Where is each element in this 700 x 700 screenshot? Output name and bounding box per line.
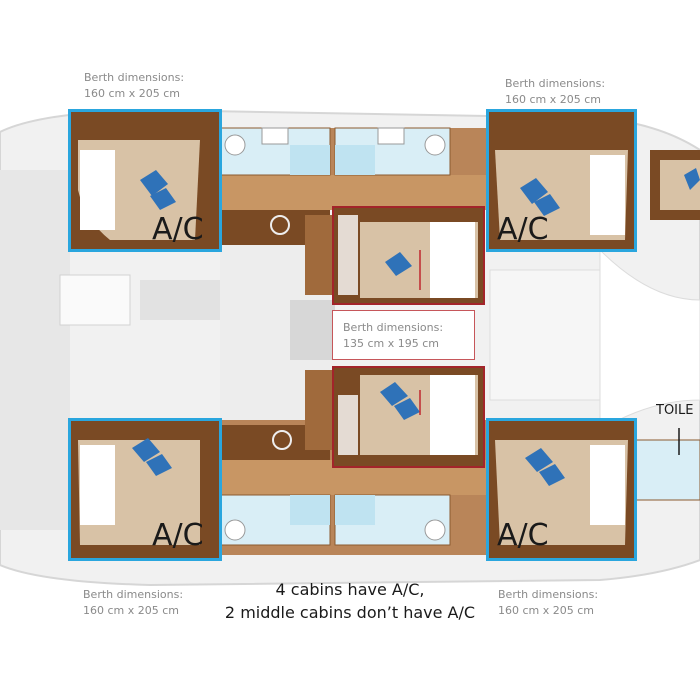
berth-label-size: 135 cm x 195 cm [343,337,440,350]
saloon-seat [140,280,220,320]
cabin-bottom-left-sheet [80,445,115,525]
stairs-bottom [305,370,333,450]
berth-label-title: Berth dimensions: [505,77,606,90]
ac-label-bottom-left: A/C [152,518,204,553]
ac-label-top-left: A/C [152,212,204,247]
top-sink-2 [377,127,405,145]
pillow-icon [394,398,420,420]
ac-label-top-right: A/C [497,212,549,247]
berth-label-title: Berth dimensions: [84,71,185,84]
top-toilet-2 [424,134,446,156]
berth-label-top-right: Berth dimensions: 160 cm x 205 cm [505,76,605,108]
cabin-middle-bottom-shelf [338,395,358,455]
bow-toilet [631,439,700,501]
pillow-icon [146,454,172,476]
helm-station [290,300,335,360]
ac-label-bottom-right: A/C [497,518,549,553]
caption-line-2: 2 middle cabins don’t have A/C [224,603,476,622]
berth-label-bottom-left: Berth dimensions: 160 cm x 205 cm [83,587,183,619]
pillow-icon [150,188,176,210]
top-shower-1 [290,145,330,175]
berth-label-title: Berth dimensions: [83,588,184,601]
helm-wheel-icon [270,215,290,235]
top-hull-floor [220,175,490,210]
pillow-icon [534,194,560,216]
pillow-icon [385,252,412,276]
toilet-label: TOILE [656,403,694,418]
no-ac-box-middle-top [332,206,485,305]
top-sink-1 [261,127,289,145]
top-toilet-1 [224,134,246,156]
forward-deck [489,269,601,401]
no-ac-box-middle-bottom [332,366,485,468]
pillow-icon [520,178,548,204]
pillow-icon [132,438,160,462]
bottom-toilet-2 [424,519,446,541]
cabin-middle-top-sheet [430,222,475,298]
ac-box-top-right [486,109,637,252]
berth-label-title: Berth dimensions: [343,321,444,334]
ac-box-bottom-right [486,418,637,561]
cabin-top-left-sheet [80,150,115,230]
cockpit-area [0,170,70,530]
stairs-top [305,215,333,295]
top-shower-2 [335,145,375,175]
cabin-middle-top-shelf [338,215,358,295]
saloon-table [59,274,131,326]
berth-label-size: 160 cm x 205 cm [84,87,181,100]
bow-trampoline [599,248,700,431]
pillow-icon [525,448,553,472]
caption-line-1: 4 cabins have A/C, [275,580,425,599]
pillow-icon [140,170,168,196]
bottom-shower-2 [335,495,375,525]
berth-label-title: Berth dimensions: [498,588,599,601]
middle-berth-dimension-box [332,310,475,360]
pillow-icon [380,382,408,406]
berth-label-top-left: Berth dimensions: 160 cm x 205 cm [84,70,184,102]
pillow-icon [684,168,700,190]
ac-box-top-left [68,109,222,252]
ac-box-bottom-left [68,418,222,561]
berth-label-middle: Berth dimensions: 135 cm x 195 cm [343,320,443,352]
pillow-icon [539,464,565,486]
cabin-top-right-sheet [590,155,625,235]
bottom-toilet-1 [224,519,246,541]
berth-label-bottom-right: Berth dimensions: 160 cm x 205 cm [498,587,598,619]
ac-caption: 4 cabins have A/C, 2 middle cabins don’t… [0,578,700,624]
bottom-shower-1 [290,495,330,525]
berth-label-size: 160 cm x 205 cm [83,604,180,617]
cabin-middle-bottom-sheet [430,375,475,455]
cabin-bottom-right-sheet [590,445,625,525]
berth-label-size: 160 cm x 205 cm [498,604,595,617]
berth-label-size: 160 cm x 205 cm [505,93,602,106]
helm-wheel-icon [272,430,292,450]
